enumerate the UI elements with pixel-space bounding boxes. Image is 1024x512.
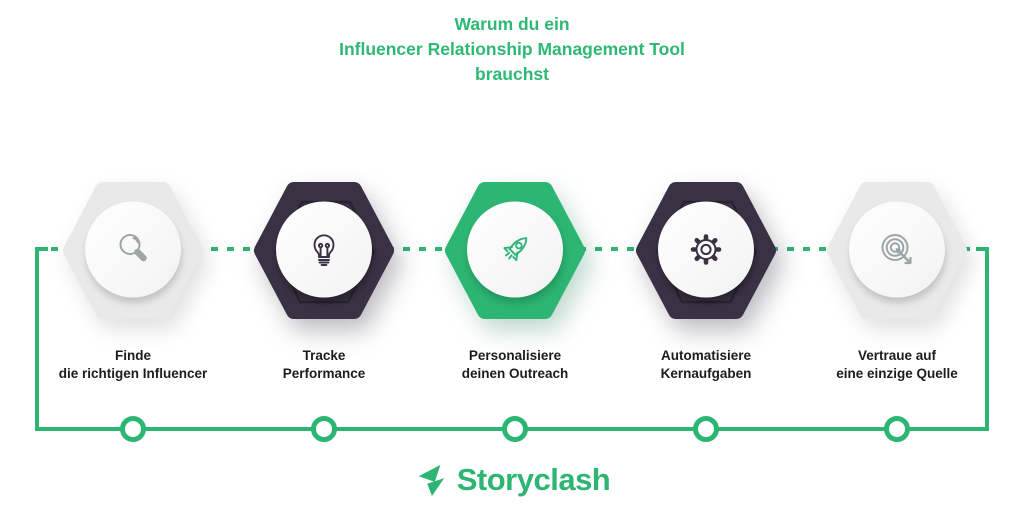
step-label-3: Personalisiere deinen Outreach [461, 348, 569, 381]
hexagon-shape [445, 182, 585, 319]
page-title: Warum du ein Influencer Relationship Man… [0, 12, 1024, 87]
timeline-node-4 [693, 416, 719, 442]
hexagon-shape [63, 182, 203, 319]
step-hexagon-personalize-outreach [445, 182, 585, 319]
target-icon [881, 234, 912, 265]
bracket-vertical-right [985, 247, 989, 431]
title-line-2: Influencer Relationship Management Tool [339, 39, 685, 59]
storyclash-logo-text: Storyclash [456, 462, 611, 497]
bracket-vertical-left [35, 247, 39, 431]
bracket-stub-right [976, 247, 989, 251]
step-hexagon-automate-tasks [636, 182, 776, 319]
magnifier-icon [119, 234, 147, 262]
step-label-2: Tracke Performance [282, 348, 366, 381]
timeline-node-3 [502, 416, 528, 442]
timeline-node-2 [311, 416, 337, 442]
hexagon-shape [827, 182, 967, 319]
step-hexagon-single-source [827, 182, 967, 319]
step-label-4: Automatisiere Kernaufgaben [660, 348, 752, 381]
hexagon-shape [254, 182, 394, 319]
storyclash-logo-icon [418, 464, 444, 497]
gear-icon [690, 234, 722, 265]
timeline-node-5 [884, 416, 910, 442]
rocket-icon [503, 237, 528, 262]
title-line-1: Warum du ein [454, 14, 570, 34]
hexagon-shape [636, 182, 776, 319]
timeline-node-1 [120, 416, 146, 442]
title-line-3: brauchst [475, 64, 549, 84]
lightbulb-icon [313, 234, 335, 266]
step-hexagon-find-influencer [63, 182, 203, 319]
step-label-1: Finde die richtigen Influencer [58, 348, 208, 381]
bracket-stub-left [35, 247, 48, 251]
storyclash-logo: Storyclash [0, 458, 1024, 502]
step-label-5: Vertraue auf eine einzige Quelle [836, 348, 958, 381]
step-hexagon-track-performance [254, 182, 394, 319]
